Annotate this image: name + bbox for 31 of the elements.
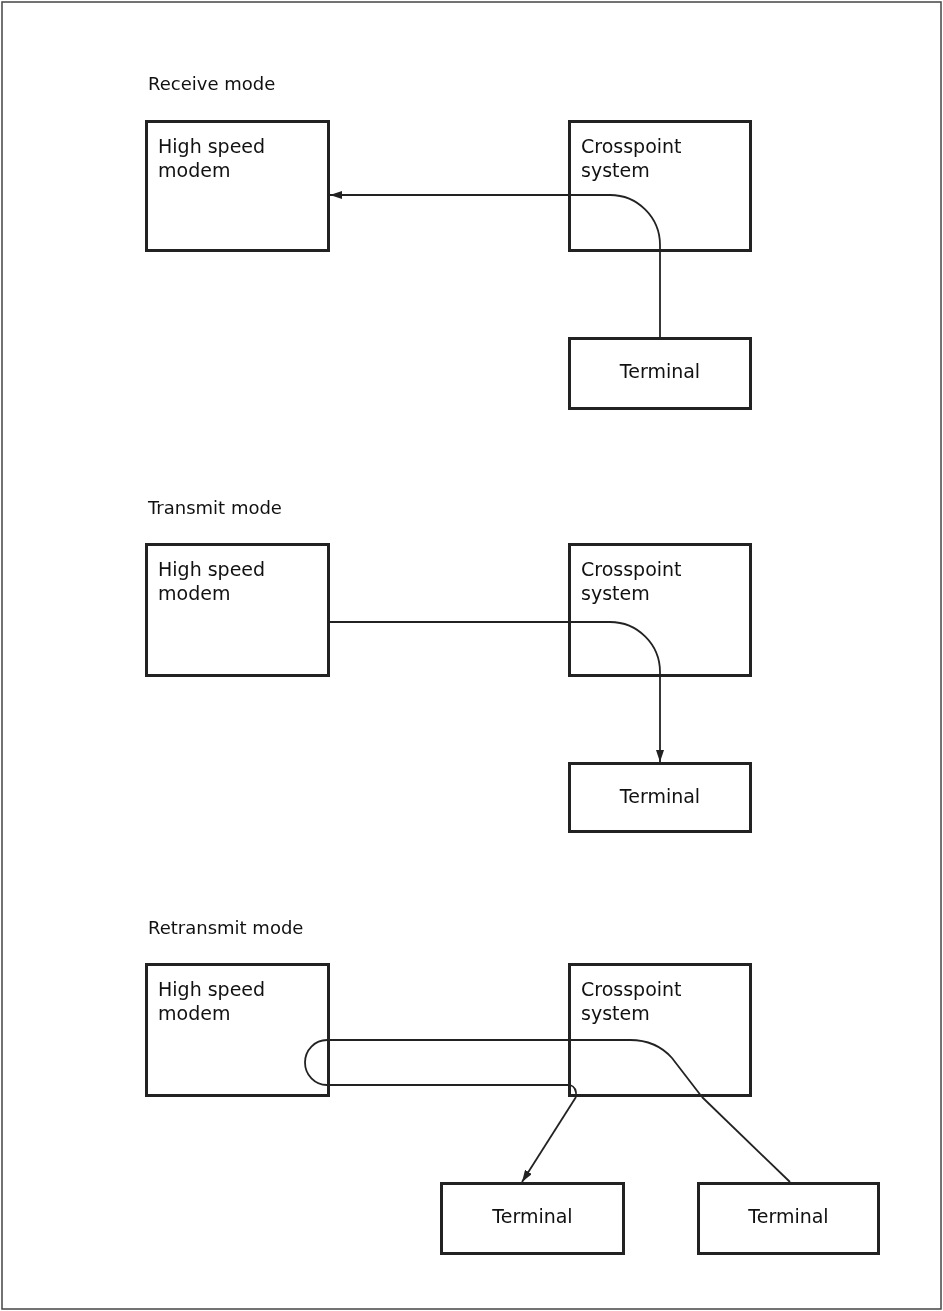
modem-box [145, 543, 330, 677]
connector-line [329, 1039, 569, 1041]
section-title: Receive mode [148, 73, 276, 94]
terminal-box [697, 1182, 880, 1255]
section-title: Retransmit mode [148, 917, 304, 938]
node-label: Terminal [618, 785, 702, 809]
crosspoint-box [568, 543, 752, 677]
crosspoint-box [568, 963, 752, 1097]
connector-line [701, 1096, 791, 1183]
connector-line [329, 1084, 569, 1086]
node-label: Crosspoint system [581, 978, 683, 1026]
terminal-box [568, 337, 752, 410]
arrow [329, 191, 569, 199]
connector-line [329, 621, 569, 623]
node-label: Terminal [491, 1205, 574, 1229]
node-label: High speed modem [158, 135, 267, 183]
arrow [656, 676, 664, 763]
node-label: Crosspoint system [581, 558, 683, 606]
node-label: Terminal [747, 1205, 830, 1229]
terminal-box [568, 762, 752, 833]
terminal-box [440, 1182, 625, 1255]
modem-box [145, 963, 330, 1097]
node-label: High speed modem [158, 978, 267, 1026]
crosspoint-box [568, 120, 752, 252]
arrow [521, 1096, 577, 1183]
modem-box [145, 120, 330, 252]
node-label: Crosspoint system [581, 135, 683, 183]
section-title: Transmit mode [148, 497, 282, 518]
node-label: Terminal [618, 360, 702, 384]
connector-line [659, 251, 661, 338]
node-label: High speed modem [158, 558, 267, 606]
